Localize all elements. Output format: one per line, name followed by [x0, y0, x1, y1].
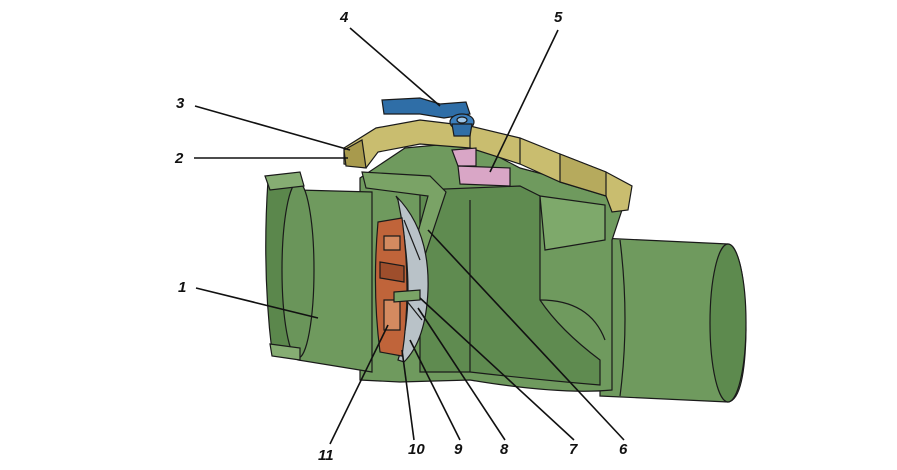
callout-label-6: 6 — [619, 441, 628, 458]
callout-label-7: 7 — [569, 441, 578, 458]
leader-line-4 — [349, 27, 441, 107]
callout-labels: 1 2 3 4 5 6 7 8 9 10 11 — [174, 9, 628, 464]
leader-line-7 — [419, 297, 575, 441]
leader-line-5 — [489, 29, 559, 173]
blue-handle — [381, 97, 475, 137]
outlet-pipe — [599, 237, 747, 403]
leader-line-11 — [329, 324, 389, 445]
callout-label-4: 4 — [339, 9, 349, 26]
leader-line-8 — [417, 307, 506, 441]
leader-line-10 — [401, 349, 415, 441]
leader-line-6 — [427, 229, 625, 441]
callout-label-11: 11 — [318, 447, 334, 464]
callout-label-3: 3 — [176, 95, 185, 112]
callout-label-10: 10 — [408, 441, 425, 458]
callout-label-5: 5 — [554, 9, 563, 26]
leader-line-9 — [409, 339, 461, 441]
leader-line-3 — [194, 105, 351, 151]
leader-line-1 — [195, 287, 319, 319]
callout-label-8: 8 — [500, 441, 509, 458]
callout-label-1: 1 — [178, 279, 186, 296]
callout-label-2: 2 — [174, 150, 184, 167]
inlet-pipe — [264, 171, 373, 373]
callout-label-9: 9 — [454, 441, 463, 458]
